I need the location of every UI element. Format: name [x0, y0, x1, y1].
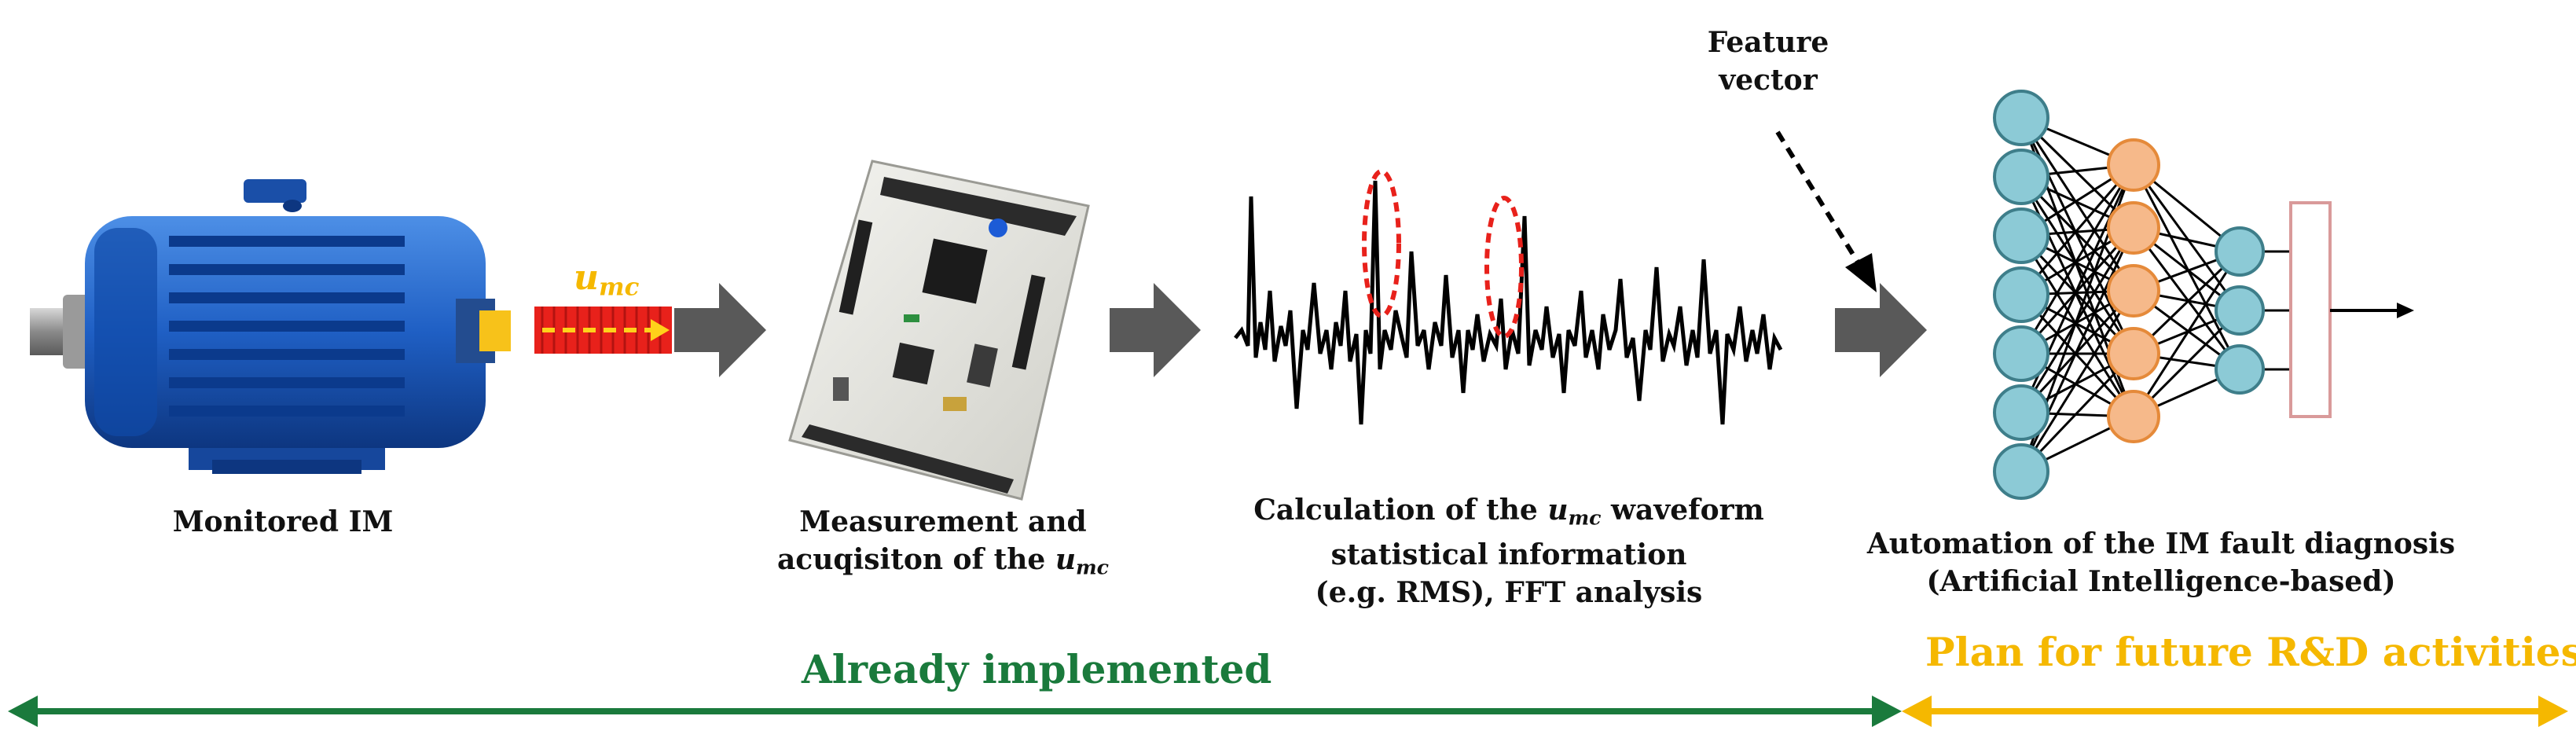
- calculation-caption: Calculation of the umc waveform statisti…: [1253, 494, 1764, 610]
- future-label: Plan for future R&D activities: [1925, 629, 2576, 675]
- feature-vector-caption: Feature vector: [1707, 26, 1829, 97]
- flow-arrow-1: [674, 283, 766, 377]
- neural-network-icon: [1993, 90, 2414, 500]
- measurement-caption: Measurement and acuqisiton of the umc: [776, 505, 1110, 579]
- motor-icon: [30, 179, 511, 474]
- motor-caption: Monitored IM: [172, 505, 394, 538]
- implemented-label: Already implemented: [802, 646, 1272, 692]
- future-span-arrow: [1902, 696, 2568, 727]
- automation-caption: Automation of the IM fault diagnosis (Ar…: [1866, 527, 2456, 598]
- implemented-span-arrow: [8, 696, 1902, 727]
- flow-arrow-2: [1110, 283, 1201, 377]
- board-icon: [788, 160, 1090, 501]
- waveform-icon: [1234, 169, 1783, 425]
- signal-icon: [534, 307, 672, 354]
- feature-vector-arrow: [1775, 130, 1877, 292]
- signal-label: umc: [574, 258, 640, 302]
- flow-arrow-3: [1835, 283, 1927, 377]
